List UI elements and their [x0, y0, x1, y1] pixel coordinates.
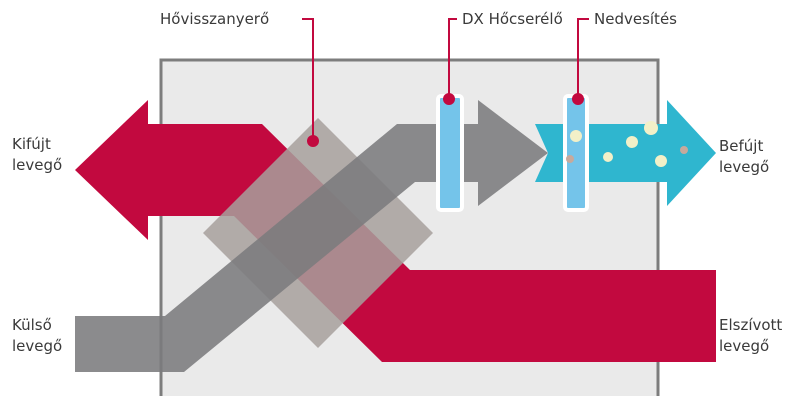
droplet-icon	[603, 152, 613, 162]
droplet-icon	[570, 130, 582, 142]
label-exhaust-air: Kifújt levegő	[12, 134, 62, 176]
droplet-icon	[644, 121, 658, 135]
exhaust-air-stream	[75, 100, 716, 362]
label-extract-air: Elszívott levegő	[719, 315, 782, 357]
label-outdoor-air-line1: Külső	[12, 316, 52, 334]
outdoor-air-stream	[75, 100, 548, 372]
label-exhaust-air-line2: levegő	[12, 156, 63, 174]
leader-line-marker-icon	[307, 135, 319, 147]
label-extract-air-line2: levegő	[719, 337, 770, 355]
label-outdoor-air-line2: levegő	[12, 337, 63, 355]
label-extract-air-line1: Elszívott	[719, 316, 783, 334]
label-dx-exchanger: DX Hőcserélő	[462, 10, 563, 28]
leader-line-marker-icon	[443, 93, 455, 105]
label-outdoor-air: Külső levegő	[12, 315, 62, 357]
leader-dx	[448, 18, 457, 99]
label-humidification: Nedvesítés	[594, 10, 677, 28]
humidifier	[563, 94, 589, 212]
droplet-icon	[655, 155, 667, 167]
leader-heat-recovery	[302, 18, 314, 141]
leader-humidification	[577, 18, 589, 99]
label-heat-recovery: Hővisszanyerő	[160, 10, 270, 28]
label-supply-air: Befújt levegő	[719, 136, 769, 178]
label-supply-air-line1: Befújt	[719, 137, 764, 155]
dx-coil	[436, 94, 464, 212]
droplets	[566, 121, 688, 167]
droplet-icon	[566, 155, 574, 163]
leader-lines	[302, 18, 589, 141]
droplet-icon	[680, 146, 688, 154]
droplet-icon	[626, 136, 638, 148]
label-supply-air-line2: levegő	[719, 158, 770, 176]
label-exhaust-air-line1: Kifújt	[12, 135, 51, 153]
leader-line-marker-icon	[572, 93, 584, 105]
